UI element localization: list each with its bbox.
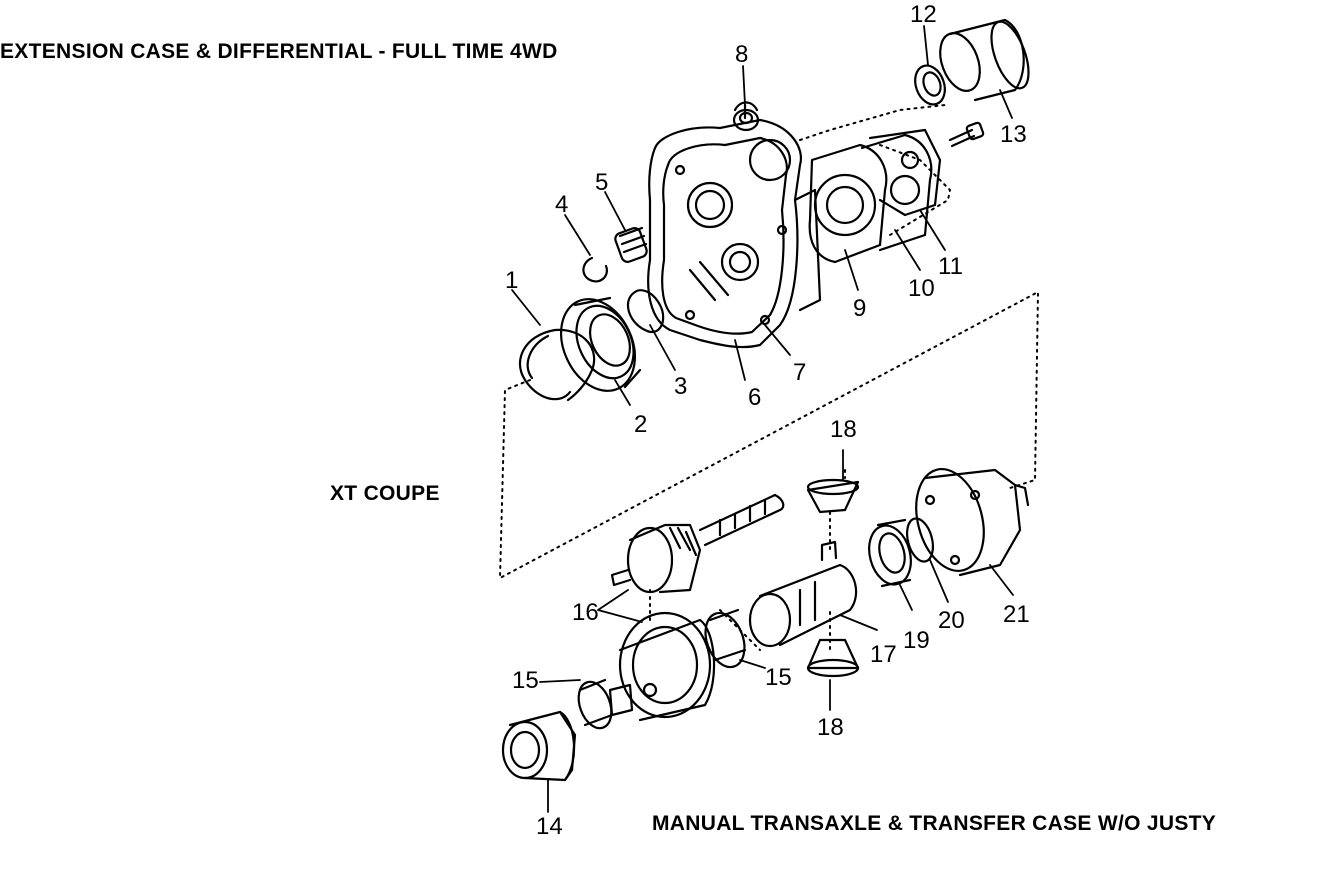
part-16-drive-pinion bbox=[610, 493, 785, 594]
part-11-bracket bbox=[868, 128, 942, 217]
leader-lines bbox=[511, 25, 1014, 813]
part-5-gear bbox=[614, 226, 648, 263]
callout-11: 11 bbox=[938, 253, 963, 280]
part-15-bearing-right bbox=[704, 608, 747, 669]
callout-18-top: 18 bbox=[830, 416, 857, 443]
callout-9: 9 bbox=[853, 295, 866, 322]
part-6-extension-case bbox=[647, 101, 822, 349]
part-3-spring-clip bbox=[626, 289, 665, 333]
part-14-flange bbox=[501, 710, 577, 782]
part-9-gasket bbox=[808, 143, 888, 264]
callout-7: 7 bbox=[793, 359, 806, 386]
callout-2: 2 bbox=[634, 411, 647, 438]
part-2-bearing bbox=[560, 296, 642, 392]
callout-13: 13 bbox=[1000, 121, 1027, 148]
callout-3: 3 bbox=[674, 373, 687, 400]
part-1-snap-ring bbox=[518, 328, 596, 402]
callout-17: 17 bbox=[870, 641, 897, 668]
callout-18-bottom: 18 bbox=[817, 714, 844, 741]
part-17-pinion-shaft bbox=[748, 540, 858, 648]
footer-caption: MANUAL TRANSAXLE & TRANSFER CASE W/O JUS… bbox=[652, 812, 1217, 835]
part-10-cover bbox=[860, 133, 933, 252]
part-18-pinion-gear-top bbox=[806, 478, 860, 514]
callout-15-left: 15 bbox=[512, 667, 539, 694]
part-21-case-cover bbox=[915, 467, 1030, 577]
part-15-bearing-left bbox=[577, 678, 614, 730]
callout-20: 20 bbox=[938, 607, 965, 634]
callout-19: 19 bbox=[903, 627, 930, 654]
callout-10: 10 bbox=[908, 275, 935, 302]
callout-1: 1 bbox=[505, 267, 518, 294]
part-20-washer bbox=[905, 517, 935, 563]
part-16-differential-case bbox=[608, 611, 716, 722]
callout-12: 12 bbox=[910, 1, 937, 28]
part-4-circlip bbox=[582, 256, 608, 283]
callout-14: 14 bbox=[536, 813, 563, 840]
part-19-side-gear bbox=[868, 518, 912, 588]
part-18-pinion-gear-bottom bbox=[806, 638, 860, 678]
callout-4: 4 bbox=[555, 191, 568, 218]
variant-label: XT COUPE bbox=[330, 482, 440, 505]
callout-6: 6 bbox=[748, 384, 761, 411]
diagram-title: EXTENSION CASE & DIFFERENTIAL - FULL TIM… bbox=[0, 40, 558, 63]
callout-21: 21 bbox=[1003, 601, 1030, 628]
part-12-seal bbox=[914, 64, 946, 106]
callout-16: 16 bbox=[572, 599, 599, 626]
part-13-sleeve bbox=[939, 18, 1030, 102]
part-8-plug bbox=[732, 108, 760, 132]
callout-15-right: 15 bbox=[765, 664, 792, 691]
callout-labels: 1 2 3 4 5 6 7 8 9 10 11 12 13 14 15 15 1… bbox=[505, 1, 1030, 840]
callout-5: 5 bbox=[595, 169, 608, 196]
callout-8: 8 bbox=[735, 41, 748, 68]
bolt bbox=[948, 121, 985, 148]
